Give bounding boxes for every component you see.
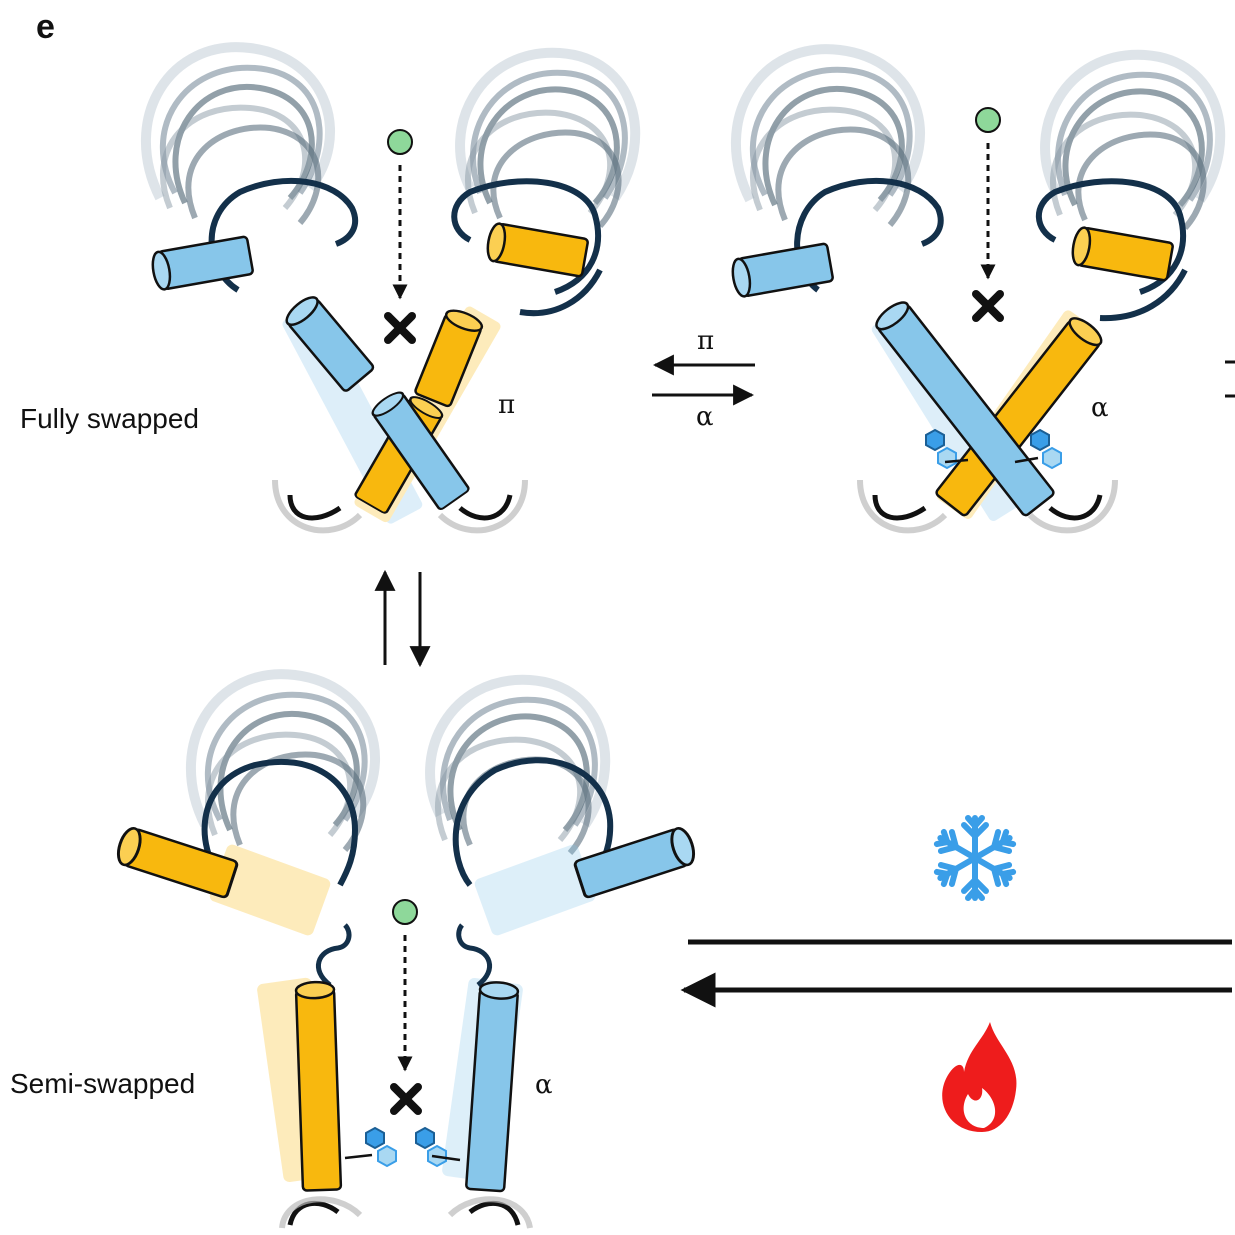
semi-swapped-label: Semi-swapped xyxy=(10,1068,196,1099)
fully-swapped-state xyxy=(146,47,635,534)
ligand-dot-icon xyxy=(387,129,413,155)
ligand-dot-icon-3 xyxy=(392,899,418,925)
orange-vertical-helix xyxy=(294,980,343,1192)
short-helix-blue xyxy=(148,235,255,292)
pi-helix-label: π xyxy=(498,390,516,420)
fully-semi-equilibrium-arrows xyxy=(374,569,431,668)
blue-long-helix-alpha xyxy=(875,301,1055,517)
snowflake-icon xyxy=(935,815,1015,898)
forward-arrow-label: π xyxy=(697,326,715,356)
right-residue-hexagons-3 xyxy=(415,1127,447,1167)
reverse-arrow-label: α xyxy=(696,402,714,432)
fully-swapped-alpha-state xyxy=(728,49,1220,534)
right-dark-loop xyxy=(451,178,602,295)
alpha-helix-label-semi: α xyxy=(535,1070,553,1100)
flame-icon xyxy=(942,1022,1017,1132)
left-residue-hexagons-3 xyxy=(365,1127,397,1167)
alpha-helix-label: α xyxy=(1091,393,1109,423)
ligand-dot-icon-2 xyxy=(975,107,1001,133)
short-helix-orange xyxy=(483,221,590,278)
panel-letter: e xyxy=(36,8,55,46)
block-x-icon xyxy=(384,312,416,344)
right-residue-hexagons xyxy=(1030,429,1062,469)
pi-alpha-equilibrium-arrows xyxy=(652,354,755,406)
left-loop-ensemble-2 xyxy=(736,49,920,225)
right-loop-ensemble-2 xyxy=(1045,55,1220,228)
orange-long-helix-alpha xyxy=(935,317,1103,517)
right-loop-ensemble xyxy=(460,53,635,226)
temperature-arrows xyxy=(680,939,1232,1008)
blue-vertical-helix xyxy=(465,981,520,1193)
fully-swapped-label: Fully swapped xyxy=(20,403,199,434)
block-x-icon-2 xyxy=(972,290,1004,322)
semi-swapped-state xyxy=(112,674,700,1229)
block-x-icon-3 xyxy=(390,1083,422,1115)
